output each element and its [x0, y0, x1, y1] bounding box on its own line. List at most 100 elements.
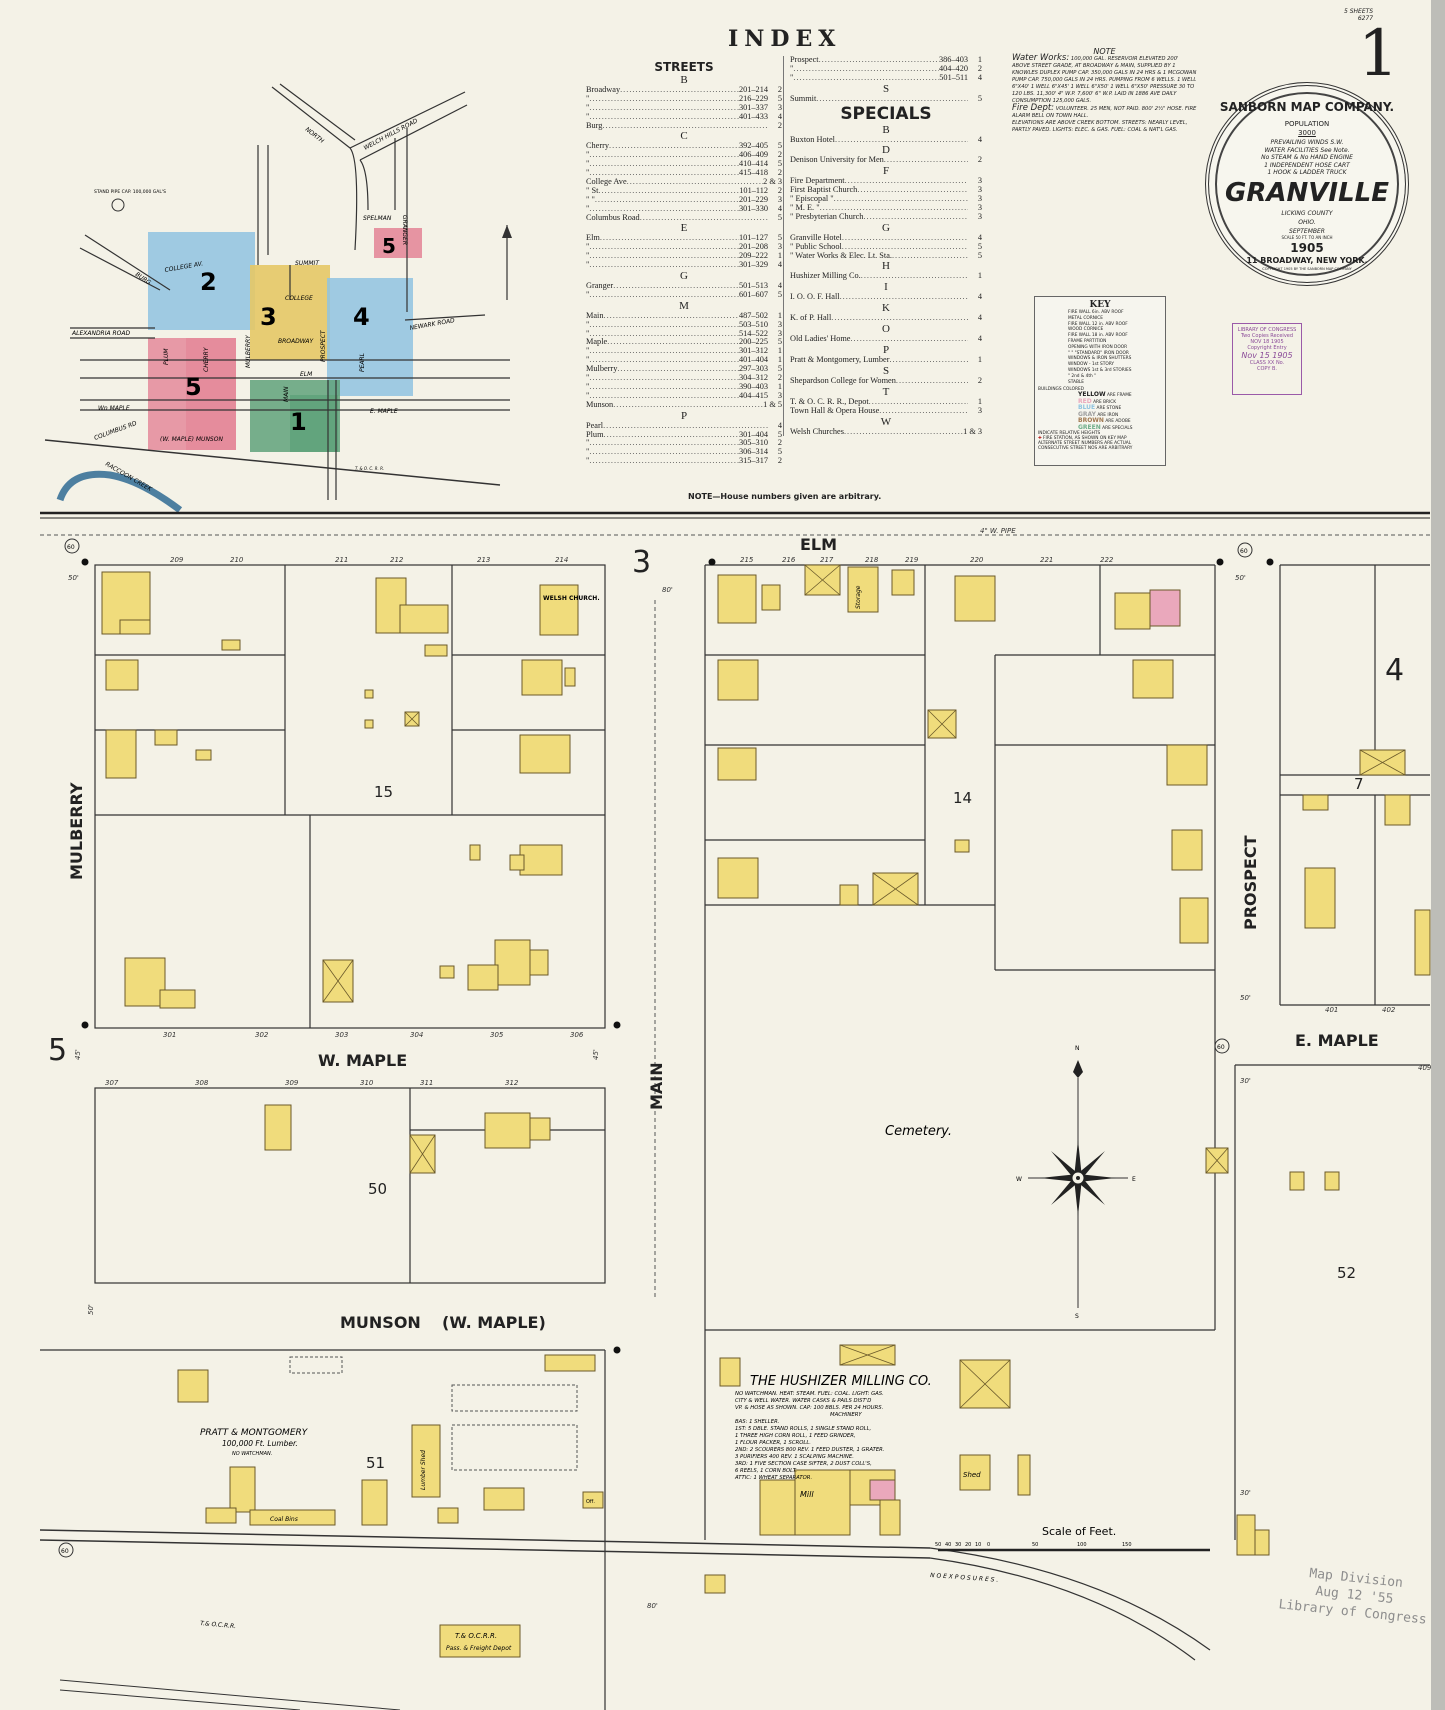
key-sheet-2[interactable] — [148, 232, 255, 330]
entry-range: 404–420 — [938, 63, 968, 73]
svg-text:307: 307 — [105, 1079, 119, 1087]
index-letter: T — [882, 385, 890, 398]
svg-text:BROADWAY: BROADWAY — [278, 338, 314, 345]
entry-name: Summit — [790, 93, 817, 103]
svg-text:S: S — [1075, 1313, 1079, 1320]
key-item: STABLE — [1068, 379, 1085, 385]
entry-name: " — [790, 63, 794, 73]
entry-name: " — [586, 346, 590, 356]
entry-sheet: 1 — [977, 55, 982, 64]
svg-text:NORTH: NORTH — [304, 126, 326, 145]
hushizer-note-line: 1 THREE HIGH CORN ROLL, 1 FEED GRINDER, — [735, 1433, 856, 1439]
svg-text:303: 303 — [335, 1031, 348, 1039]
svg-text:NO WATCHMAN.: NO WATCHMAN. — [232, 1451, 272, 1457]
svg-text:60: 60 — [67, 544, 75, 551]
index-letter: F — [882, 165, 890, 178]
svg-text:GRANGER: GRANGER — [401, 215, 408, 245]
entry-name: Welsh Churches — [790, 426, 844, 436]
index-entry: " Episcopal "3 — [790, 194, 982, 204]
hushizer-note-line: 2ND: 2 SCOURERS 800 REV. 1 FEED DUSTER, … — [735, 1447, 885, 1453]
key-item: FRAME PARTITION — [1068, 338, 1107, 344]
entry-range: 386–403 — [938, 55, 968, 64]
key-sheet-5b[interactable] — [374, 228, 422, 258]
entry-range: 301–312 — [738, 346, 768, 356]
entry-sheet: 1 & 3 — [963, 426, 982, 436]
entry-sheet: 2 — [777, 438, 782, 448]
scale-tick-label: 20 — [965, 1542, 971, 1548]
index-specials-column: Prospect386–4031"404–4202"501–5114SSummi… — [783, 55, 982, 437]
entry-sheet: 2 — [777, 85, 782, 94]
svg-text:30': 30' — [1240, 1489, 1251, 1497]
entry-name: " — [586, 203, 590, 213]
entry-sheet: 4 — [977, 292, 982, 302]
scale-tick-label: 150 — [1122, 1542, 1132, 1548]
seal-fact: PREVAILING WINDS S.W. — [1270, 139, 1344, 146]
street-w-maple: W. MAPLE — [318, 1051, 407, 1070]
entry-sheet: 2 — [777, 150, 782, 160]
street-munson: MUNSON — [340, 1313, 421, 1332]
hushizer-note-line: CITY & WELL WATER. WATER CASKS & PAILS D… — [735, 1398, 871, 1404]
block-outlines — [39, 564, 1430, 1710]
entry-name: Pearl — [586, 420, 604, 430]
entry-sheet: 3 — [977, 194, 982, 204]
street-labels: ELM MULBERRY MAIN PROSPECT W. MAPLE E. M… — [48, 535, 1404, 1610]
street-elm: ELM — [800, 535, 837, 554]
entry-range: 501–513 — [738, 281, 768, 291]
svg-text:MAIN: MAIN — [283, 386, 290, 402]
note-panel: NOTE Water Works: 100,000 gal. reservoir… — [1012, 47, 1197, 134]
entry-name: Munson — [586, 399, 614, 409]
svg-text:MULBERRY: MULBERRY — [245, 334, 252, 368]
entry-sheet: 3 — [777, 319, 782, 329]
entry-range: 101–127 — [738, 233, 768, 243]
entry-name: Old Ladies' Home — [790, 334, 851, 344]
entry-range: 200–225 — [738, 337, 768, 347]
svg-text:PEARL: PEARL — [359, 353, 366, 372]
entry-name: Columbus Road — [586, 212, 640, 222]
key-item: " " "STANDARD" IRON DOOR — [1068, 350, 1129, 356]
entry-range: 487–502 — [738, 310, 768, 320]
entry-name: Mulberry — [586, 364, 618, 374]
entry-range: 415–418 — [738, 168, 768, 178]
entry-name: Prospect — [790, 55, 819, 64]
entry-sheet: 1 — [777, 355, 782, 365]
svg-text:305: 305 — [490, 1031, 504, 1039]
svg-text:60: 60 — [61, 1548, 69, 1555]
index-entry: Buxton Hotel4 — [790, 135, 982, 145]
entry-sheet: 2 — [777, 120, 782, 130]
key-map: STAND PIPE CAP. 100,000 GAL'S 2 3 4 5 5 … — [44, 83, 512, 513]
index-entry: Town Hall & Opera House3 — [790, 406, 982, 416]
svg-text:60: 60 — [1217, 1044, 1225, 1051]
entry-range: 390–403 — [738, 381, 768, 391]
svg-text:Mill: Mill — [800, 1490, 814, 1499]
entry-name: " St — [586, 185, 599, 195]
entry-name: " — [586, 373, 590, 383]
entry-sheet: 1 & 5 — [763, 399, 782, 409]
entry-name: " — [586, 319, 590, 329]
index-entry: " M. E. "3 — [790, 203, 982, 213]
seal-fact: No STEAM & No HAND ENGINE — [1261, 154, 1353, 161]
block-50: 50 — [368, 1180, 387, 1198]
entry-range: 216–229 — [738, 93, 768, 103]
key-sheet-4[interactable] — [327, 278, 413, 396]
key-item: WINDOWS & IRON SHUTTERS — [1068, 356, 1132, 362]
index-note: NOTE—House numbers given are arbitrary. — [688, 492, 882, 501]
entry-sheet: 3 — [977, 185, 982, 195]
svg-text:409: 409 — [1418, 1064, 1432, 1072]
svg-text:Wn MAPLE: Wn MAPLE — [98, 405, 130, 412]
sheet-number: 1 — [1358, 17, 1399, 91]
svg-text:401: 401 — [1325, 1006, 1338, 1014]
block-annotations: WELSH CHURCH. Storage Cemetery. THE HUSH… — [200, 585, 999, 1652]
key-item: METAL CORNICE — [1068, 315, 1103, 321]
scale-tick-label: 50 — [1032, 1542, 1038, 1548]
